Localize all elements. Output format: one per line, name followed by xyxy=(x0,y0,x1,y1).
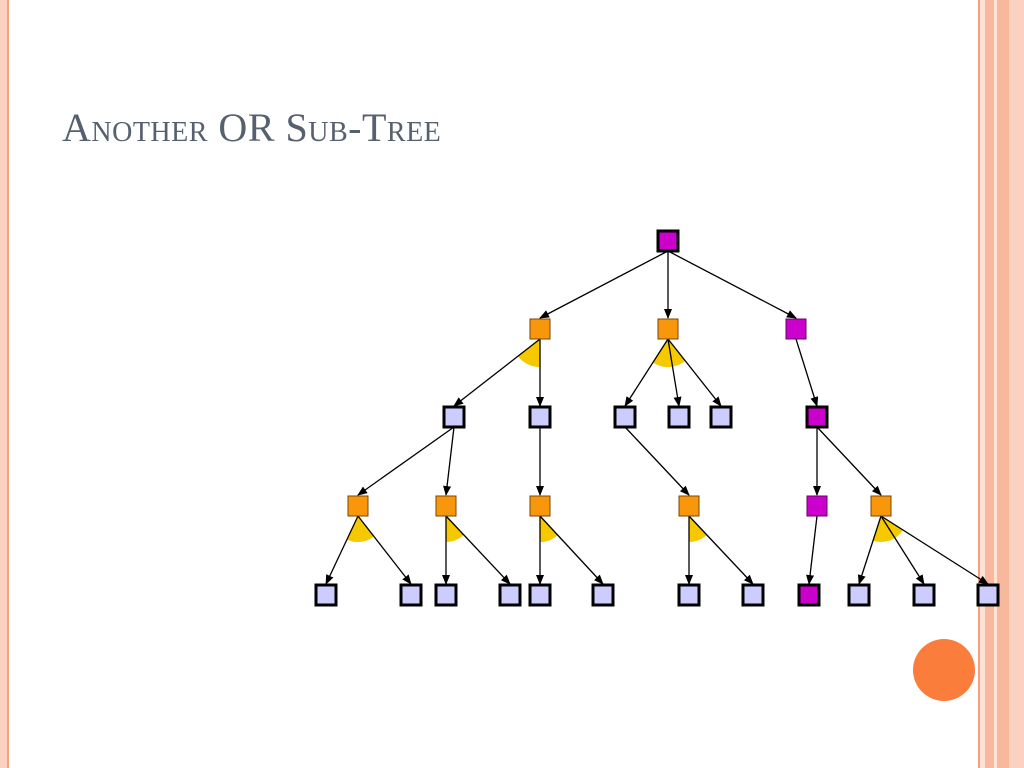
or-node xyxy=(435,495,457,517)
or-node xyxy=(529,495,551,517)
tree-edge-arrow xyxy=(539,250,669,319)
leaf-node xyxy=(976,583,1000,607)
tree-edge-arrow xyxy=(445,515,511,585)
left-border-stripe xyxy=(0,0,7,768)
or-node xyxy=(678,495,700,517)
tree-edge-arrow xyxy=(816,426,882,496)
leaf-node xyxy=(434,583,458,607)
tree-edge-arrow xyxy=(357,515,412,585)
selected-node xyxy=(797,583,821,607)
leaf-node xyxy=(709,405,733,429)
right-border-stripe xyxy=(997,0,1009,768)
tree-edge-arrow xyxy=(539,515,604,585)
or-node xyxy=(870,495,892,517)
tree-edge-arrow xyxy=(806,515,818,585)
left-border-line xyxy=(7,0,9,768)
right-border-stripe xyxy=(1009,0,1024,768)
leaf-node xyxy=(613,405,637,429)
and-arc xyxy=(689,516,707,542)
left-border-decoration xyxy=(0,0,11,768)
leaf-node xyxy=(399,583,423,607)
selected-node xyxy=(806,495,828,517)
leaf-node xyxy=(847,583,871,607)
leaf-node xyxy=(528,583,552,607)
selected-node xyxy=(785,318,807,340)
tree-edge-arrow xyxy=(667,338,722,407)
tree-edge-arrow xyxy=(443,426,455,496)
tree-edge-arrow xyxy=(453,338,541,407)
tree-edge-arrow xyxy=(325,515,359,585)
leaf-node xyxy=(591,583,615,607)
leaf-node xyxy=(667,405,691,429)
selected-node xyxy=(656,229,680,253)
and-arc xyxy=(540,516,558,542)
right-border-decoration xyxy=(978,0,1024,768)
right-border-stripe xyxy=(994,0,997,768)
right-border-stripe xyxy=(978,0,980,768)
node-layer xyxy=(314,229,1000,607)
tree-edge-arrow xyxy=(624,338,669,407)
right-border-stripe xyxy=(980,0,985,768)
tree-edge-arrow xyxy=(624,426,690,496)
tree-edge-arrow xyxy=(667,338,682,407)
leaf-node xyxy=(442,405,466,429)
tree-edge-arrow xyxy=(795,338,819,407)
tree-edge-arrow xyxy=(880,515,989,585)
tree-edge-arrow xyxy=(880,515,925,585)
leaf-node xyxy=(912,583,936,607)
and-arc xyxy=(518,339,540,367)
slide-title: Another OR Sub-Tree xyxy=(62,105,442,150)
and-arc xyxy=(653,339,686,367)
leaf-node xyxy=(677,583,701,607)
tree-edge-arrow xyxy=(688,515,754,585)
orange-circle-decoration xyxy=(913,639,975,701)
tree-edge-arrow xyxy=(857,515,882,585)
edge-layer xyxy=(325,250,989,585)
right-border-stripe xyxy=(985,0,994,768)
and-arc xyxy=(873,516,903,543)
or-node xyxy=(529,318,551,340)
and-arc-layer xyxy=(347,339,903,543)
leaf-node xyxy=(741,583,765,607)
selected-node xyxy=(805,405,829,429)
tree-edge-arrow xyxy=(667,250,797,319)
and-arc xyxy=(347,516,374,542)
leaf-node xyxy=(498,583,522,607)
or-node xyxy=(657,318,679,340)
and-arc xyxy=(446,516,464,542)
leaf-node xyxy=(528,405,552,429)
tree-edge-arrow xyxy=(357,426,455,496)
leaf-node xyxy=(314,583,338,607)
or-node xyxy=(347,495,369,517)
